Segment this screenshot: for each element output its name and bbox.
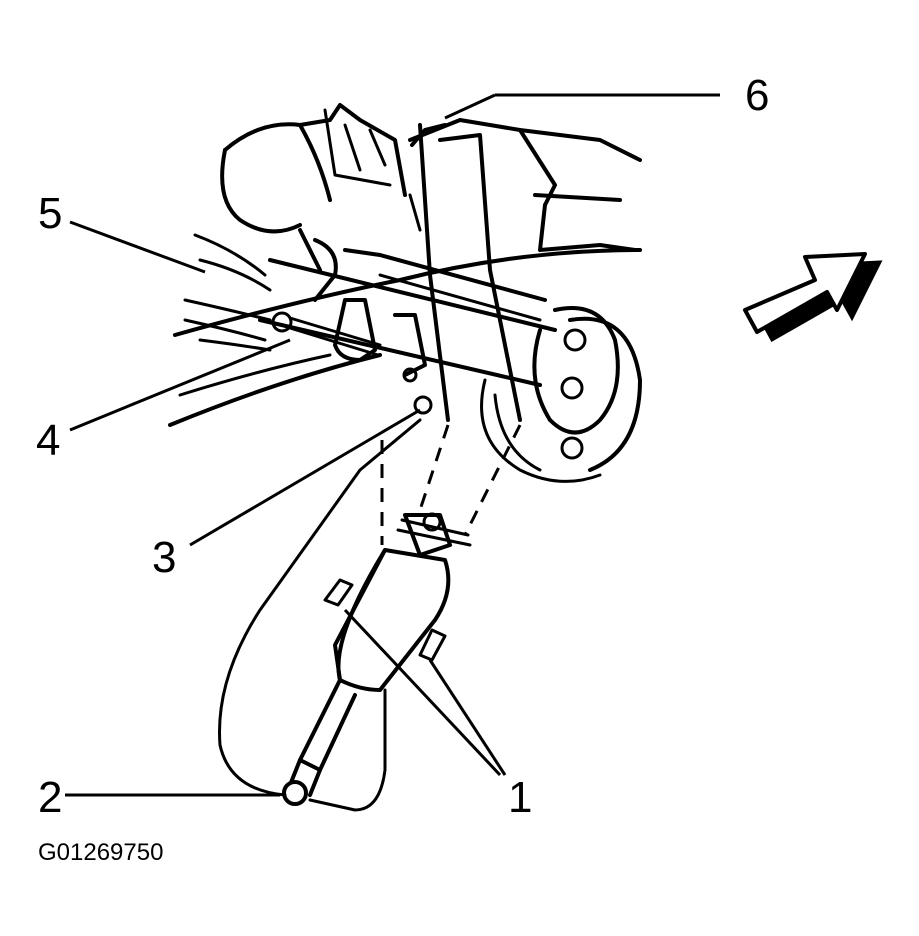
callout-5: 5 <box>38 189 62 238</box>
brake-drum <box>480 306 642 483</box>
frame-crossmember <box>220 103 407 234</box>
callout-leaders <box>65 93 720 797</box>
upper-mounting-bolts <box>323 578 447 662</box>
installation-guide-lines <box>380 424 522 545</box>
callout-4: 4 <box>36 416 60 465</box>
callout-3: 3 <box>152 533 176 582</box>
figure-id: G01269750 <box>38 839 163 866</box>
lower-mounting-bolt <box>271 311 382 357</box>
callout-1: 1 <box>508 773 532 822</box>
lower-nut <box>413 395 433 415</box>
upper-shock-bracket <box>410 123 522 422</box>
axle-tube <box>258 228 557 387</box>
brake-lines <box>183 233 272 352</box>
front-direction-arrow-icon <box>743 252 883 343</box>
callout-6: 6 <box>745 71 769 120</box>
shock-absorber <box>282 512 472 806</box>
callout-2: 2 <box>38 773 62 822</box>
shock-travel-envelope <box>218 418 422 812</box>
